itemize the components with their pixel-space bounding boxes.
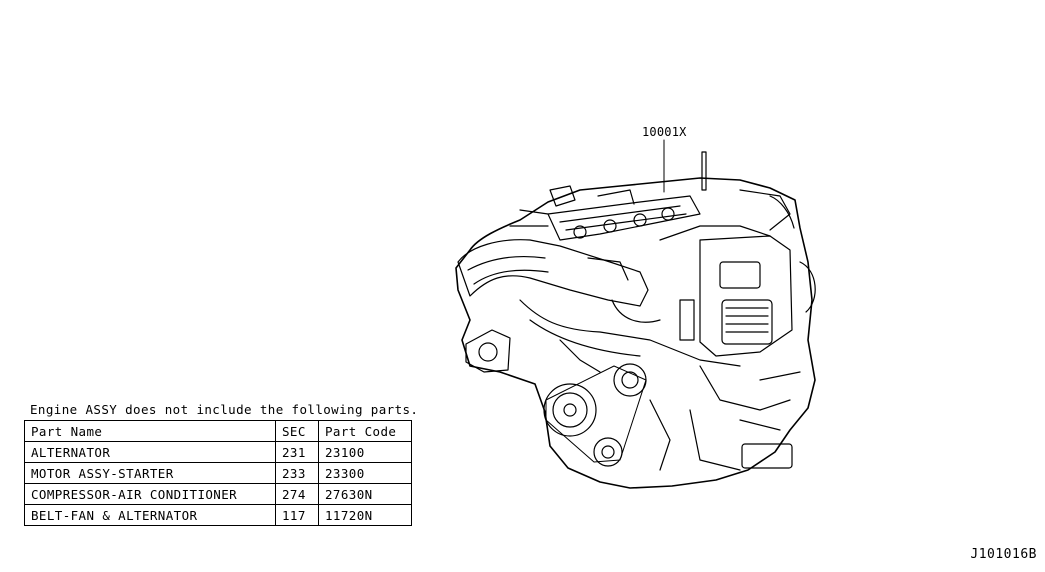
cell-part-code: 23100	[318, 441, 412, 463]
idler-pulley	[593, 437, 623, 467]
cell-sec: 117	[275, 504, 319, 526]
engine-outline	[455, 177, 816, 489]
intake-manifold	[547, 195, 701, 241]
cell-part-name: MOTOR ASSY-STARTER	[24, 462, 276, 484]
cell-sec: 233	[275, 462, 319, 484]
cell-part-name: ALTERNATOR	[24, 441, 276, 463]
table-header-row: Part Name SEC Part Code	[24, 420, 412, 442]
header-part-name: Part Name	[24, 420, 276, 442]
cell-sec: 231	[275, 441, 319, 463]
figure-id: J101016B	[970, 547, 1037, 562]
throttle-body	[465, 329, 511, 373]
table-row: COMPRESSOR-AIR CONDITIONER 274 27630N	[24, 483, 412, 505]
cell-part-name: COMPRESSOR-AIR CONDITIONER	[24, 483, 276, 505]
part-callout-label: 10001X	[642, 125, 687, 139]
cell-sec: 274	[275, 483, 319, 505]
intake-pipe	[457, 239, 649, 307]
cell-part-name: BELT-FAN & ALTERNATOR	[24, 504, 276, 526]
alternator-pulley	[613, 363, 647, 397]
table-row: MOTOR ASSY-STARTER 233 23300	[24, 462, 412, 484]
drive-belt	[545, 365, 647, 463]
ecu-module	[699, 235, 793, 357]
cell-part-code: 27630N	[318, 483, 412, 505]
crank-pulley	[543, 383, 597, 437]
cell-part-code: 23300	[318, 462, 412, 484]
exclusion-note: Engine ASSY does not include the followi…	[30, 402, 419, 417]
header-sec: SEC	[275, 420, 319, 442]
cell-part-code: 11720N	[318, 504, 412, 526]
excluded-parts-table: Part Name SEC Part Code ALTERNATOR 231 2…	[24, 420, 412, 526]
table-row: ALTERNATOR 231 23100	[24, 441, 412, 463]
dipstick	[701, 151, 707, 191]
table-row: BELT-FAN & ALTERNATOR 117 11720N	[24, 504, 412, 526]
header-part-code: Part Code	[318, 420, 412, 442]
